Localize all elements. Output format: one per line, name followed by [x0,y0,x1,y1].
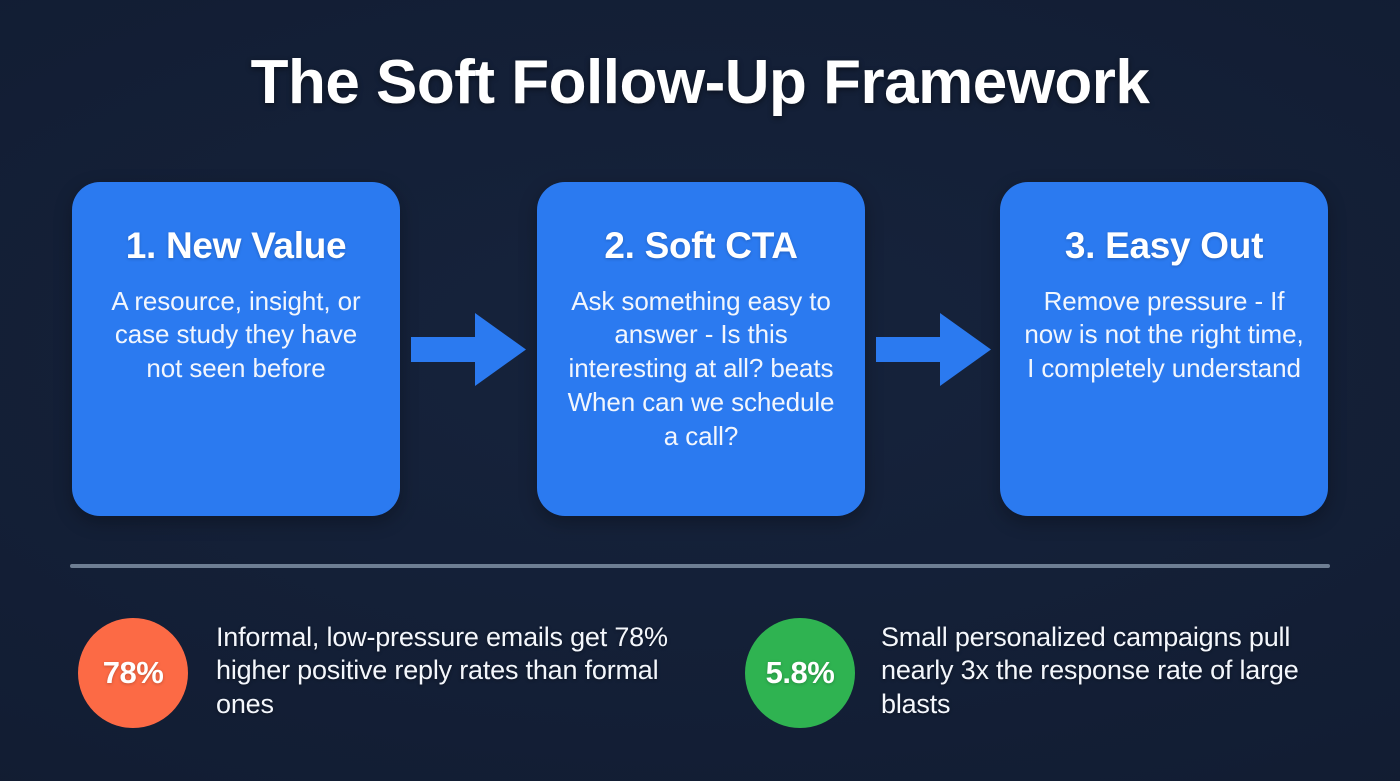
step-card-3-title: 3. Easy Out [1064,225,1264,266]
step-card-2-body: Ask something easy to answer - Is this i… [567,285,835,451]
page-title: The Soft Follow-Up Framework [250,48,1150,117]
step-card-2: 2. Soft CTA Ask something easy to answer… [537,182,865,516]
arrow-right-icon [411,313,526,386]
stat-badge-78: 78% [78,618,188,728]
step-card-1-body: A resource, insight, or case study they … [111,285,361,384]
step-card-3-body: Remove pressure - If now is not the righ… [1024,285,1304,384]
stat-badge-5-8: 5.8% [745,618,855,728]
step-card-3: 3. Easy Out Remove pressure - If now is … [1000,182,1328,516]
step-card-1: 1. New Value A resource, insight, or cas… [72,182,400,516]
statistics-row: 78% Informal, low-pressure emails get 78… [78,618,1338,738]
section-divider [70,564,1330,568]
arrow-right-icon [876,313,991,386]
step-card-1-title: 1. New Value [125,225,347,266]
step-card-2-title: 2. Soft CTA [604,225,798,266]
statistic-item: 78% Informal, low-pressure emails get 78… [78,618,678,728]
stat-description-78: Informal, low-pressure emails get 78% hi… [216,622,668,719]
framework-steps: 1. New Value A resource, insight, or cas… [72,182,1328,516]
statistic-item: 5.8% Small personalized campaigns pull n… [745,618,1345,728]
stat-description-5-8: Small personalized campaigns pull nearly… [881,622,1299,719]
